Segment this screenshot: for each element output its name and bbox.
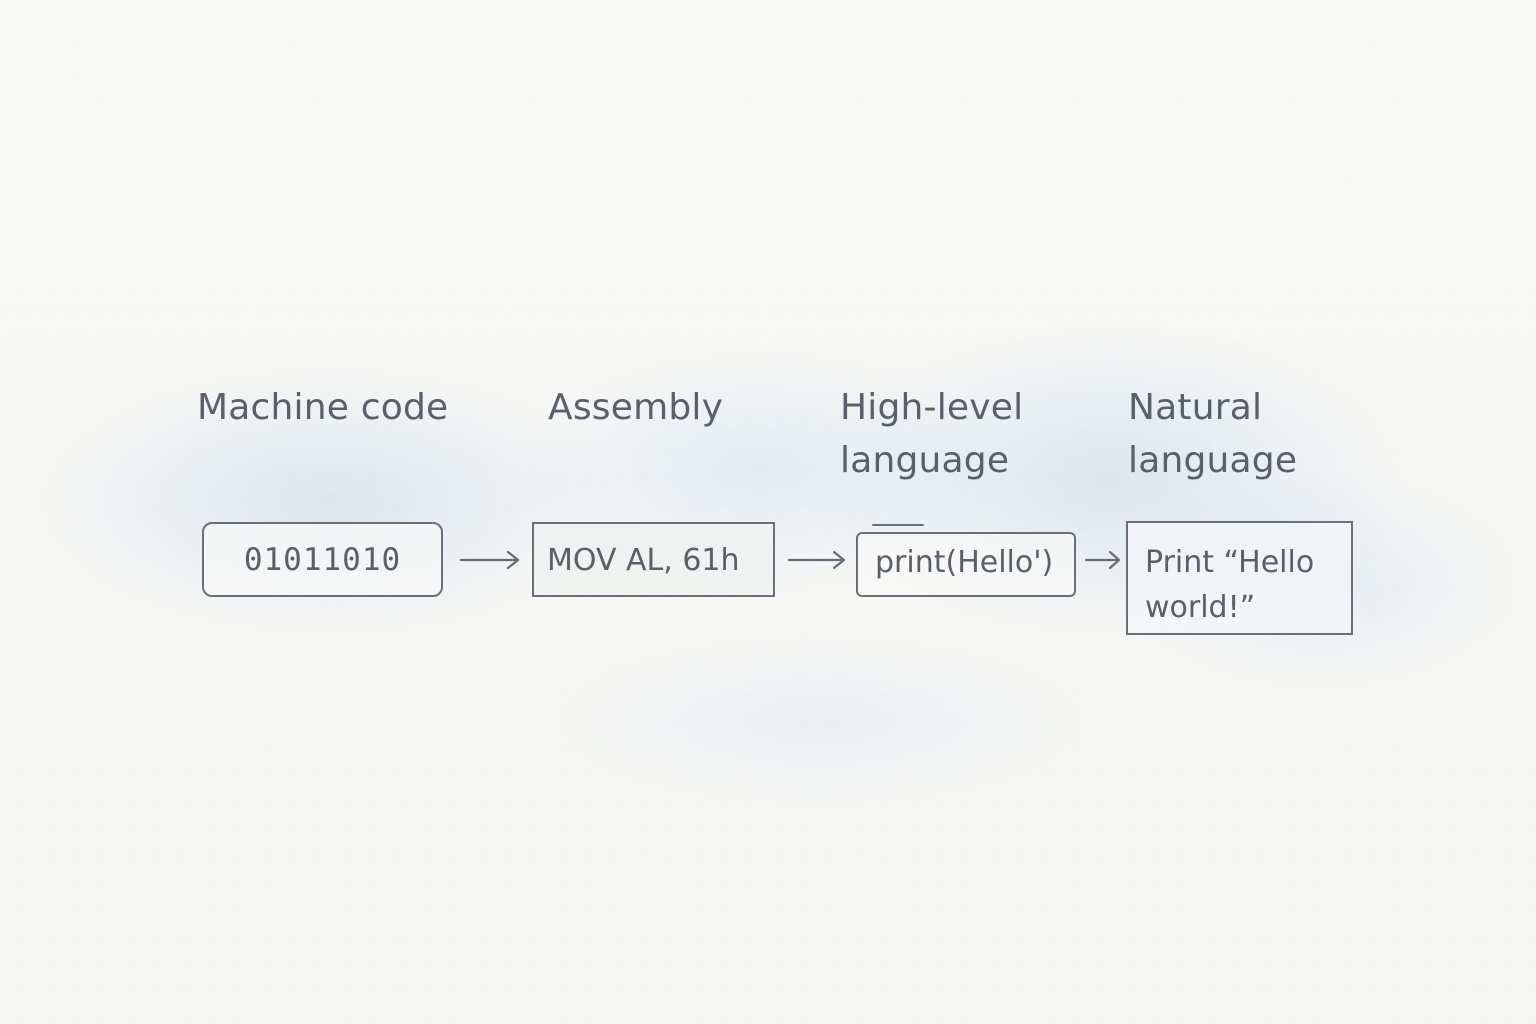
assembly-label: Assembly: [548, 387, 724, 428]
high-level-language-label: High-level language: [840, 387, 1024, 481]
right-arrow-icon: [459, 548, 521, 572]
assembly-box: MOV AL, 61h: [532, 522, 775, 597]
high-level-language-box: print(Hello'): [856, 524, 1076, 597]
natural-language-label: Natural language: [1128, 387, 1298, 481]
right-arrow-icon: [787, 548, 849, 572]
machine-code-label: Machine code: [197, 387, 449, 428]
natural-language-box: Print “Hello world!”: [1126, 521, 1353, 635]
machine-code-box: 01011010: [202, 522, 443, 597]
right-arrow-icon: [1084, 548, 1122, 572]
